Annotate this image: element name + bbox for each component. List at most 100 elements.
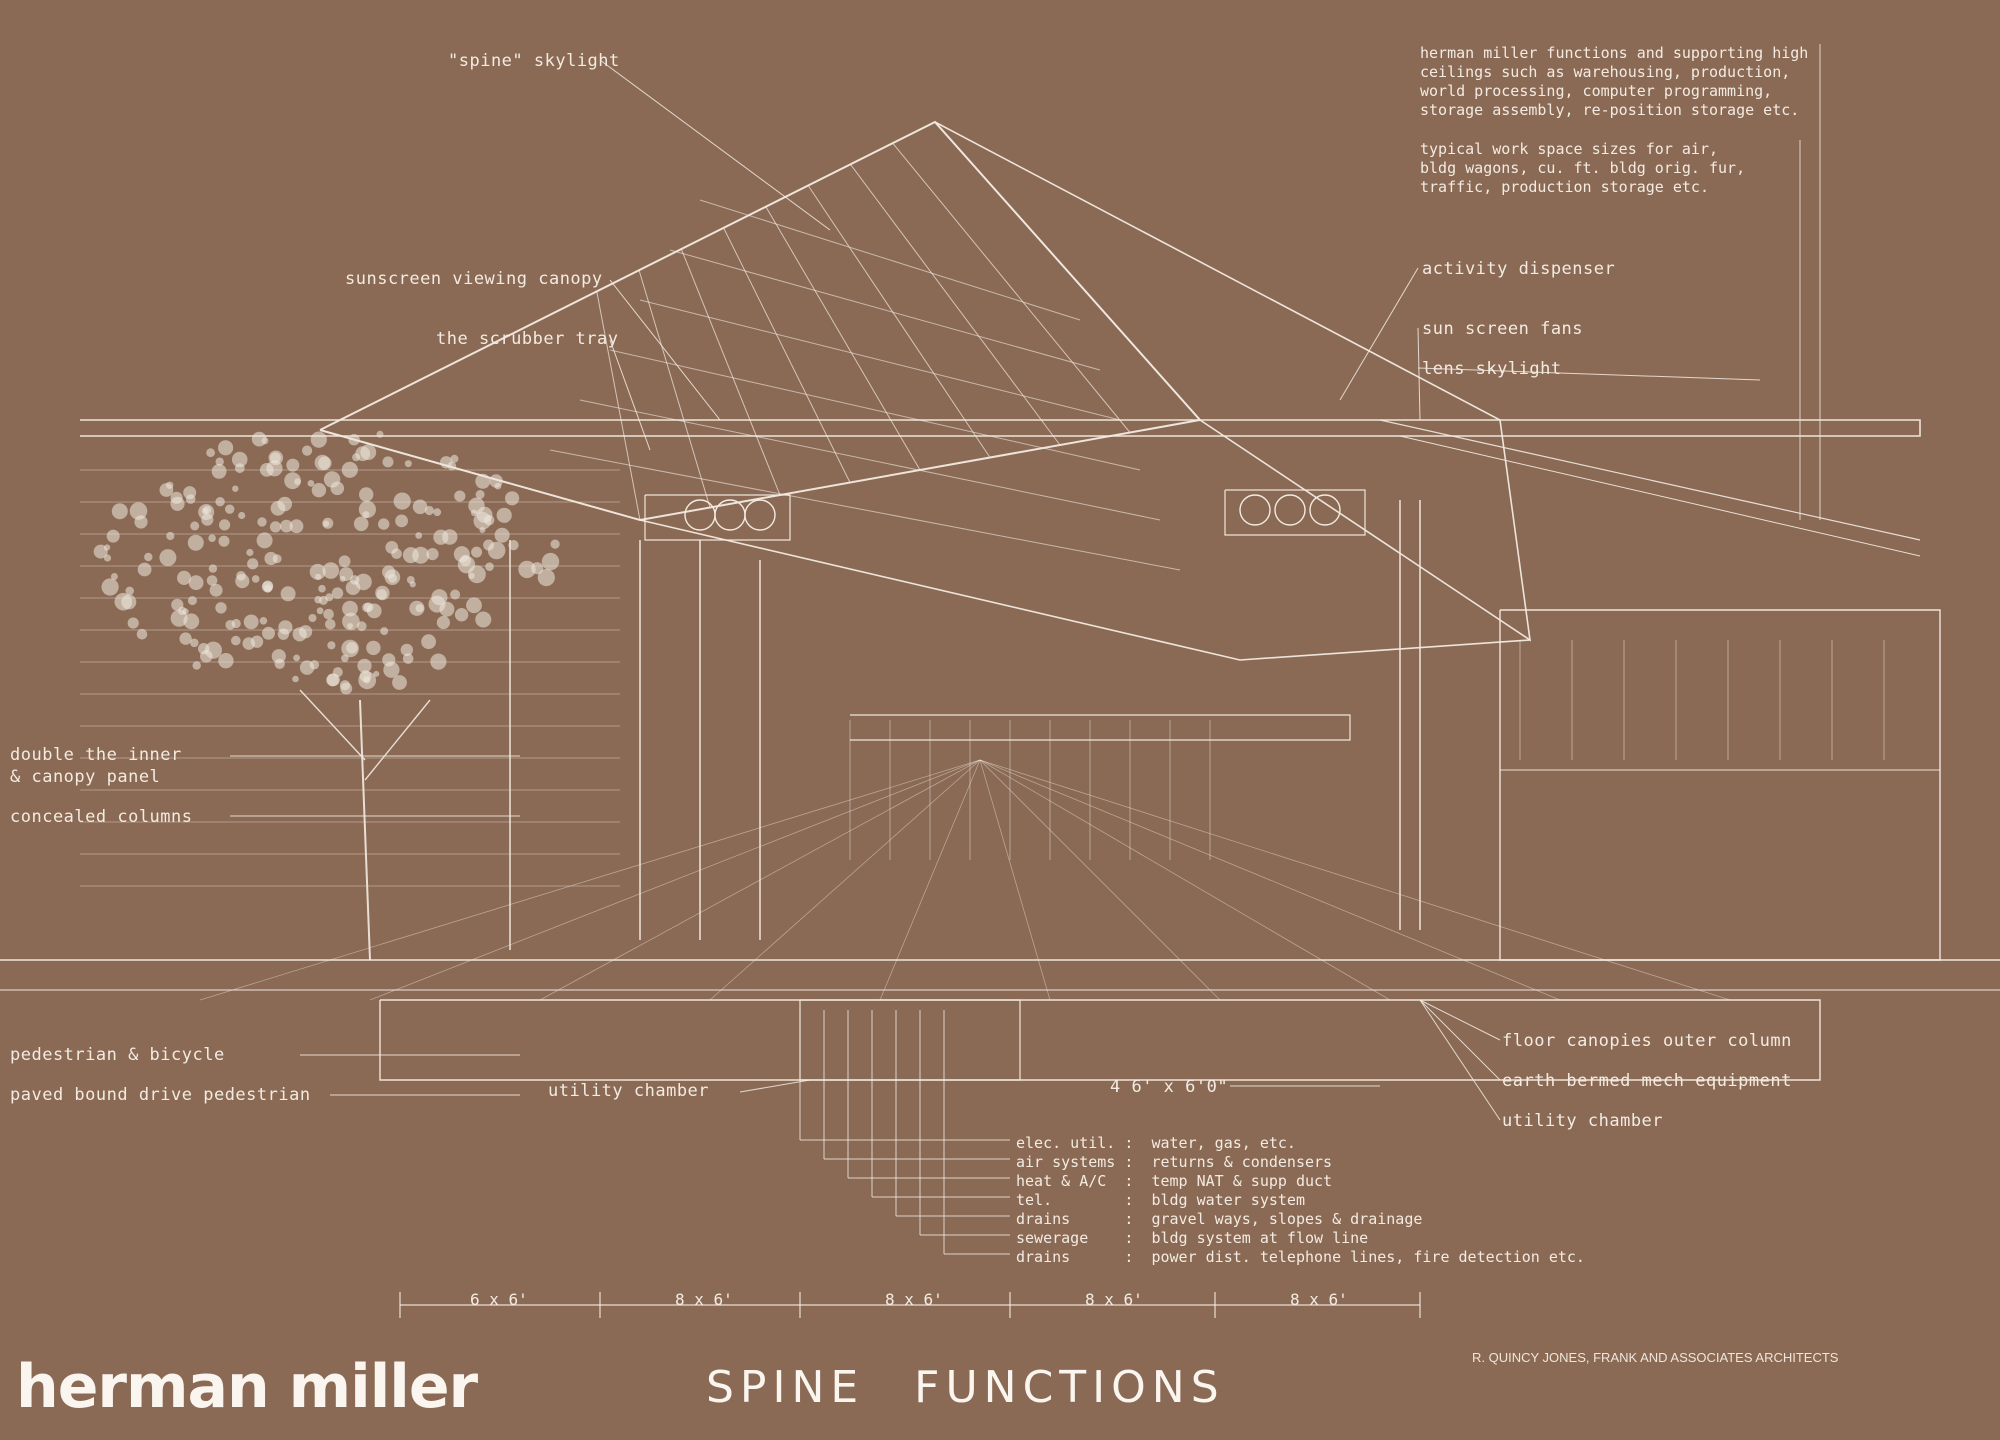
tree-foliage-dot	[262, 581, 273, 592]
tree-foliage-dot	[166, 532, 174, 540]
utility-value: : returns & condensers	[1124, 1153, 1332, 1171]
tree-foliage-dot	[359, 501, 376, 518]
tree-foliage-dot	[348, 434, 359, 445]
tree-foliage-dot	[260, 617, 268, 625]
utility-key: air systems	[1016, 1153, 1124, 1171]
tree-foliage-dot	[264, 552, 277, 565]
dimension-label: 6 x 6'	[470, 1290, 528, 1309]
tree-foliage-dot	[244, 615, 259, 630]
tree-foliage-dot	[325, 593, 333, 601]
tree-foliage-dot	[198, 643, 209, 654]
tree-foliage-dot	[489, 474, 502, 487]
utility-row: air systems : returns & condensers	[1016, 1153, 1332, 1172]
callout-sun-screen-fans: sun screen fans	[1422, 318, 1583, 340]
tree-foliage-dot	[270, 452, 281, 463]
tree-foliage-dot	[483, 540, 494, 551]
utility-key: drains	[1016, 1210, 1124, 1228]
tree-foliage-dot	[202, 508, 209, 515]
tree-foliage-dot	[383, 456, 394, 467]
utility-row: heat & A/C : temp NAT & supp duct	[1016, 1172, 1332, 1191]
utility-row: drains : gravel ways, slopes & drainage	[1016, 1210, 1422, 1229]
tree-foliage-dot	[341, 640, 359, 658]
tree-foliage-dot	[495, 528, 510, 543]
utility-value: : bldg system at flow line	[1124, 1229, 1368, 1247]
tree-foliage-dot	[178, 607, 186, 615]
tree-foliage-dot	[497, 508, 512, 523]
tree-foliage-dot	[293, 627, 307, 641]
credit-architects: R. QUINCY JONES, FRANK AND ASSOCIATES AR…	[1472, 1350, 1838, 1365]
utility-key: drains	[1016, 1248, 1124, 1266]
tree-foliage-dot	[425, 506, 434, 515]
skylight-mullion	[681, 249, 780, 495]
tree-foliage-dot	[401, 644, 413, 656]
tree-trunk	[360, 700, 370, 960]
tree-foliage-dot	[388, 574, 397, 583]
perspective-line	[200, 760, 980, 1000]
tree-foliage-dot	[325, 619, 336, 630]
skylight-rail	[580, 400, 1160, 520]
skylight-mullion	[639, 270, 710, 507]
canopy-edge	[1380, 420, 1920, 540]
utility-key: tel.	[1016, 1191, 1124, 1209]
perspective-line	[370, 760, 980, 1000]
tree-foliage-dot	[410, 581, 416, 587]
tree-foliage-dot	[505, 491, 519, 505]
callout-earth-mechanical: earth bermed mech equipment	[1502, 1070, 1792, 1092]
utility-row: elec. util. : water, gas, etc.	[1016, 1134, 1296, 1153]
tree-foliage-dot	[323, 609, 334, 620]
tree-foliage-dot	[215, 602, 226, 613]
leader-line	[1418, 328, 1420, 420]
tree-foliage-dot	[112, 503, 128, 519]
tree-foliage-dot	[232, 486, 238, 492]
perspective-line	[710, 760, 980, 1000]
dimension-label: 8 x 6'	[675, 1290, 733, 1309]
tree-foliage-dot	[189, 575, 204, 590]
tree-foliage-dot	[231, 636, 241, 646]
tree-foliage-dot	[460, 555, 471, 566]
tree-foliage-dot	[392, 675, 407, 690]
tree-foliage-dot	[236, 571, 246, 581]
skylight-mullion	[766, 207, 920, 470]
right-wing-wall	[1500, 610, 1940, 960]
tree-foliage-dot	[433, 508, 441, 516]
utility-value: : temp NAT & supp duct	[1124, 1172, 1332, 1190]
tree-foliage-dot	[281, 586, 296, 601]
tree-foliage-dot	[212, 464, 227, 479]
skylight-rail	[610, 350, 1140, 470]
tree-foliage-dot	[219, 536, 230, 547]
tree-branch	[300, 690, 365, 760]
tree-foliage-dot	[475, 474, 490, 489]
tree-foliage-dot	[542, 553, 559, 570]
dimension-label: 8 x 6'	[1085, 1290, 1143, 1309]
tree-foliage-dot	[412, 547, 429, 564]
tree-foliage-dot	[475, 612, 491, 628]
dimension-label: 8 x 6'	[885, 1290, 943, 1309]
tree-foliage-dot	[421, 634, 436, 649]
tree-foliage-dot	[333, 667, 343, 677]
tree-foliage-dot	[257, 517, 266, 526]
tree-foliage-dot	[354, 517, 369, 532]
tree-foliage-dot	[225, 505, 234, 514]
tree-foliage-dot	[111, 573, 118, 580]
utility-value: : gravel ways, slopes & drainage	[1124, 1210, 1422, 1228]
callout-lens-skylight: lens skylight	[1422, 358, 1562, 380]
tree-foliage-dot	[405, 460, 412, 467]
utility-row: drains : power dist. telephone lines, fi…	[1016, 1248, 1585, 1267]
tree-foliage-dot	[125, 587, 134, 596]
tree-foliage-dot	[128, 618, 139, 629]
skylight-rail	[670, 250, 1100, 370]
tree-foliage-dot	[433, 530, 448, 545]
utility-key: sewerage	[1016, 1229, 1124, 1247]
skylight-mullion	[808, 186, 990, 458]
tree-foliage-dot	[339, 567, 353, 581]
tree-foliage-dot	[377, 431, 384, 438]
tree-foliage-dot	[339, 555, 351, 567]
tree-foliage-dot	[271, 501, 286, 516]
leader-line	[1420, 1000, 1500, 1080]
perspective-line	[980, 760, 1390, 1000]
tree-foliage-dot	[439, 602, 454, 617]
callout-air-scrubber: the scrubber tray	[436, 328, 619, 350]
drawing-title: SPINE FUNCTIONS	[706, 1362, 1225, 1413]
tree-foliage-dot	[311, 432, 327, 448]
